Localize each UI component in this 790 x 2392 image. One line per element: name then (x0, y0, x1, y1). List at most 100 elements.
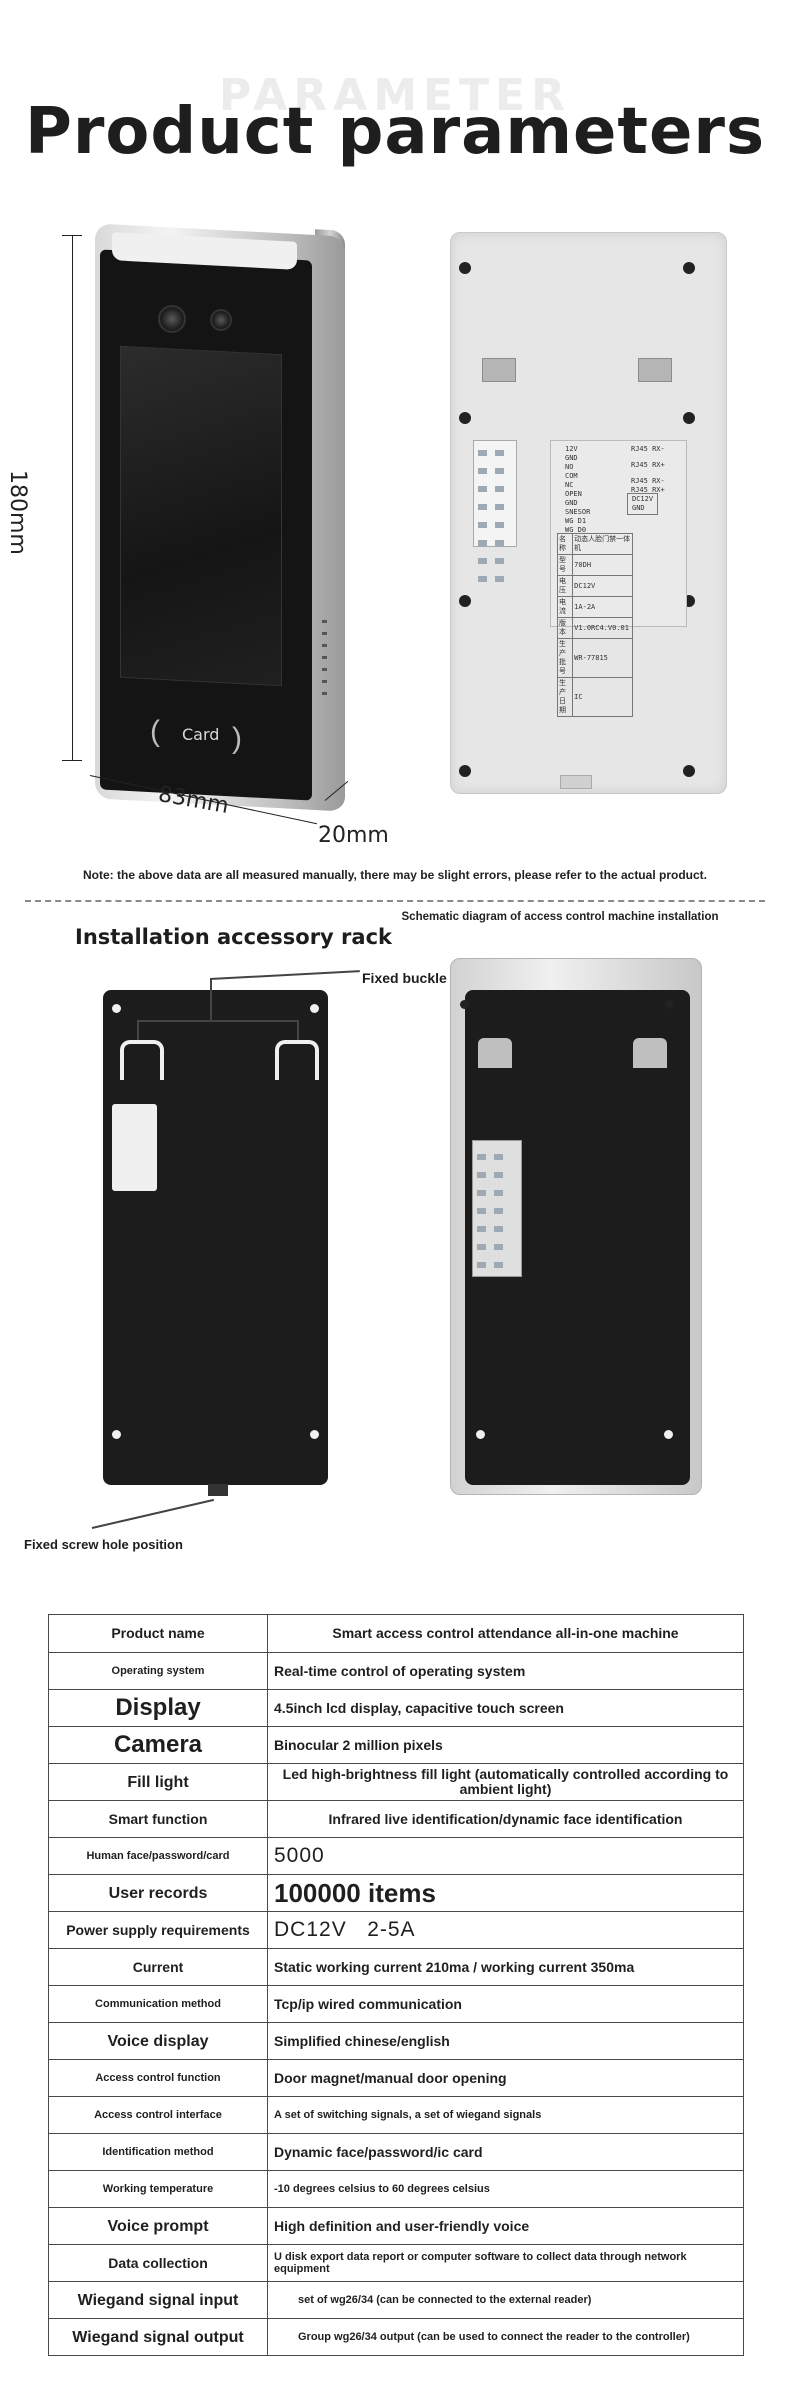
rack-screw-hole (310, 1430, 319, 1439)
callout-line (209, 970, 360, 980)
back-screw (459, 765, 471, 777)
camera-lens-left (158, 305, 186, 333)
power-label: DC12V GND (627, 493, 659, 515)
callout-line (210, 978, 212, 1020)
param-key: Product name (48, 1614, 268, 1653)
table-row: Human face/password/card 5000 (48, 1837, 744, 1875)
dimension-tick (62, 235, 82, 236)
table-row: Working temperature -10 degrees celsius … (48, 2170, 744, 2208)
rack-hook-right (275, 1040, 319, 1080)
callout-line (297, 1020, 299, 1040)
schematic-hole (665, 1000, 674, 1009)
depth-dimension-label: 20mm (318, 823, 389, 848)
param-key: Fill light (48, 1763, 268, 1801)
table-row: Access control interface A set of switch… (48, 2096, 744, 2134)
param-value: A set of switching signals, a set of wie… (267, 2096, 744, 2134)
table-row: Identification method Dynamic face/passw… (48, 2133, 744, 2171)
speaker-grille (322, 632, 327, 635)
fixed-buckle-label: Fixed buckle (362, 970, 447, 986)
param-value: Binocular 2 million pixels (267, 1726, 744, 1764)
screw-callout-line (91, 1498, 215, 1529)
param-key: User records (48, 1874, 268, 1912)
fixed-screw-label: Fixed screw hole position (24, 1537, 183, 1552)
speaker-grille (322, 620, 327, 623)
table-row: Communication method Tcp/ip wired commun… (48, 1985, 744, 2023)
accessory-rack-title: Installation accessory rack (75, 925, 392, 949)
back-screw (683, 262, 695, 274)
terminal-list-right: RJ45 RX- RJ45 RX+ RJ45 RX- RJ45 RX+ (631, 445, 665, 494)
dimension-tick (62, 760, 82, 761)
rack-screw-hole (112, 1430, 121, 1439)
card-reader-label: Card (182, 725, 220, 744)
back-label-panel: 12V GND NO COM NC OPEN GND SNESOR WG D1 … (550, 440, 687, 717)
speaker-grille (322, 656, 327, 659)
mount-slot (638, 358, 672, 382)
background-watermark-text: PARAMETER (219, 70, 571, 121)
param-key: Smart function (48, 1800, 268, 1838)
param-value: Static working current 210ma / working c… (267, 1948, 744, 1986)
param-key: Identification method (48, 2133, 268, 2171)
table-row: Smart function Infrared live identificat… (48, 1800, 744, 1838)
schematic-hole (460, 1000, 469, 1009)
param-value: 5000 (267, 1837, 744, 1875)
table-row: Wiegand signal input set of wg26/34 (can… (48, 2281, 744, 2319)
page-title: Product parameters (24, 95, 766, 169)
rack-bottom-tab (208, 1484, 228, 1496)
param-key: Data collection (48, 2244, 268, 2282)
param-value: -10 degrees celsius to 60 degrees celsiu… (267, 2170, 744, 2208)
param-key: Power supply requirements (48, 1911, 268, 1949)
param-key: Operating system (48, 1652, 268, 1690)
section-divider (25, 900, 765, 902)
mount-slot (482, 358, 516, 382)
speaker-grille (322, 644, 327, 647)
speaker-grille (322, 668, 327, 671)
table-row: Operating system Real-time control of op… (48, 1652, 744, 1690)
schematic-hole (476, 1430, 485, 1439)
param-value: Tcp/ip wired communication (267, 1985, 744, 2023)
table-row: Data collection U disk export data repor… (48, 2244, 744, 2282)
param-key: Camera (48, 1726, 268, 1764)
param-key: Wiegand signal input (48, 2281, 268, 2319)
param-key: Voice display (48, 2022, 268, 2060)
back-screw (459, 412, 471, 424)
param-key: Working temperature (48, 2170, 268, 2208)
param-key: Communication method (48, 1985, 268, 2023)
param-value: High definition and user-friendly voice (267, 2207, 744, 2245)
table-row: Wiegand signal output Group wg26/34 outp… (48, 2318, 744, 2356)
param-value: Infrared live identification/dynamic fac… (267, 1800, 744, 1838)
table-row: Current Static working current 210ma / w… (48, 1948, 744, 1986)
terminal-connector (473, 440, 517, 582)
back-screw (459, 595, 471, 607)
schematic-hook-left (478, 1038, 512, 1068)
param-value: Real-time control of operating system (267, 1652, 744, 1690)
param-key: Voice prompt (48, 2207, 268, 2245)
param-value: Group wg26/34 output (can be used to con… (267, 2318, 744, 2356)
camera-lens-right (210, 309, 232, 331)
device-screen (120, 345, 282, 687)
nfc-wave-left-icon: ( (150, 715, 160, 748)
param-value: Smart access control attendance all-in-o… (267, 1614, 744, 1653)
param-key: Access control interface (48, 2096, 268, 2134)
speaker-grille (322, 680, 327, 683)
schematic-hole (664, 1430, 673, 1439)
callout-line (137, 1020, 299, 1022)
height-dimension-line (72, 235, 73, 760)
bottom-notch (560, 775, 592, 789)
speaker-grille (322, 692, 327, 695)
rack-screw-hole (112, 1004, 121, 1013)
param-value: set of wg26/34 (can be connected to the … (267, 2281, 744, 2319)
mounting-rack (103, 990, 328, 1485)
schematic-title: Schematic diagram of access control mach… (401, 911, 719, 923)
rack-cable-window (112, 1104, 157, 1191)
parameter-table: Product name Smart access control attend… (48, 1614, 744, 2356)
param-key: Display (48, 1689, 268, 1727)
table-row: Display 4.5inch lcd display, capacitive … (48, 1689, 744, 1727)
table-row: Camera Binocular 2 million pixels (48, 1726, 744, 1764)
param-value: U disk export data report or computer so… (267, 2244, 744, 2282)
rack-screw-hole (310, 1004, 319, 1013)
param-value: DC12V 2-5A (267, 1911, 744, 1949)
nfc-wave-right-icon: ) (232, 722, 242, 755)
param-value: Door magnet/manual door opening (267, 2059, 744, 2097)
table-row: Power supply requirements DC12V 2-5A (48, 1911, 744, 1949)
height-dimension-label: 180mm (5, 470, 30, 555)
